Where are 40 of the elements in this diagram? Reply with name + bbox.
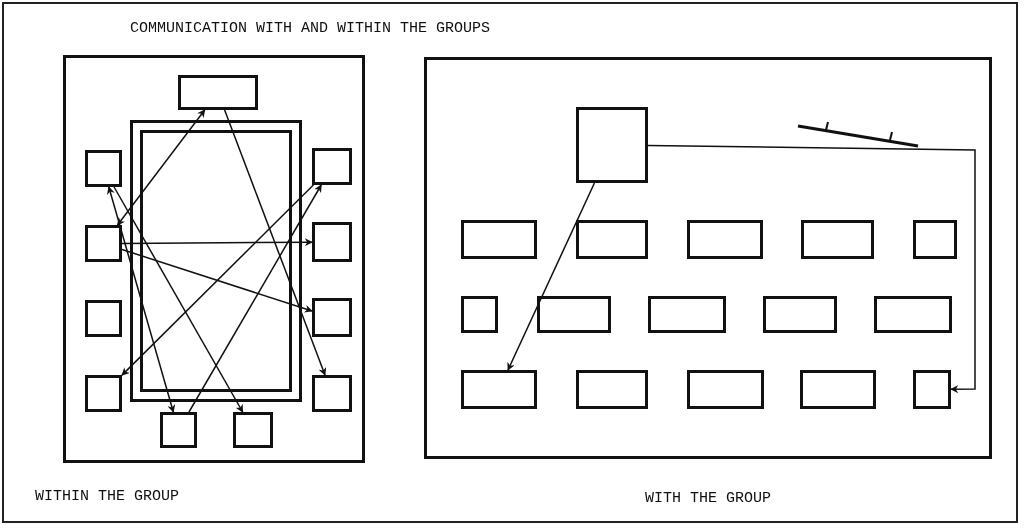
arrow [121, 248, 313, 313]
arrow [121, 238, 313, 247]
desk-box [913, 370, 951, 409]
desk-box [763, 296, 837, 333]
arrow [116, 109, 206, 226]
arrow [121, 184, 315, 376]
desk-box [312, 148, 352, 185]
desk-box [576, 370, 648, 409]
arrow [223, 109, 327, 376]
desk-box [461, 370, 537, 409]
desk-box [648, 296, 726, 333]
desk-box [178, 75, 258, 110]
desk-box [576, 220, 648, 259]
panel-caption: WITH THE GROUP [645, 490, 771, 507]
arrow [113, 186, 244, 413]
desk-box [312, 222, 352, 262]
desk-box [576, 107, 648, 183]
desk-box [913, 220, 957, 259]
desk-box [537, 296, 611, 333]
desk-box [461, 220, 537, 259]
desk-box [233, 412, 273, 448]
desk-box [85, 225, 122, 262]
desk-box [85, 150, 122, 187]
desk-box [687, 370, 764, 409]
diagram-title: COMMUNICATION WITH AND WITHIN THE GROUPS [130, 20, 491, 37]
desk-box [874, 296, 952, 333]
desk-box [85, 375, 122, 412]
desk-box [687, 220, 763, 259]
arrow [507, 182, 596, 371]
arrow [106, 186, 176, 413]
desk-box [800, 370, 876, 409]
desk-box [312, 298, 352, 337]
desk-box [801, 220, 874, 259]
arrow [188, 184, 322, 413]
desk-box [85, 300, 122, 337]
desk-box [160, 412, 197, 448]
desk-box [461, 296, 498, 333]
arrow [647, 144, 976, 394]
desk-box [312, 375, 352, 412]
panel-caption: WITHIN THE GROUP [35, 488, 180, 505]
